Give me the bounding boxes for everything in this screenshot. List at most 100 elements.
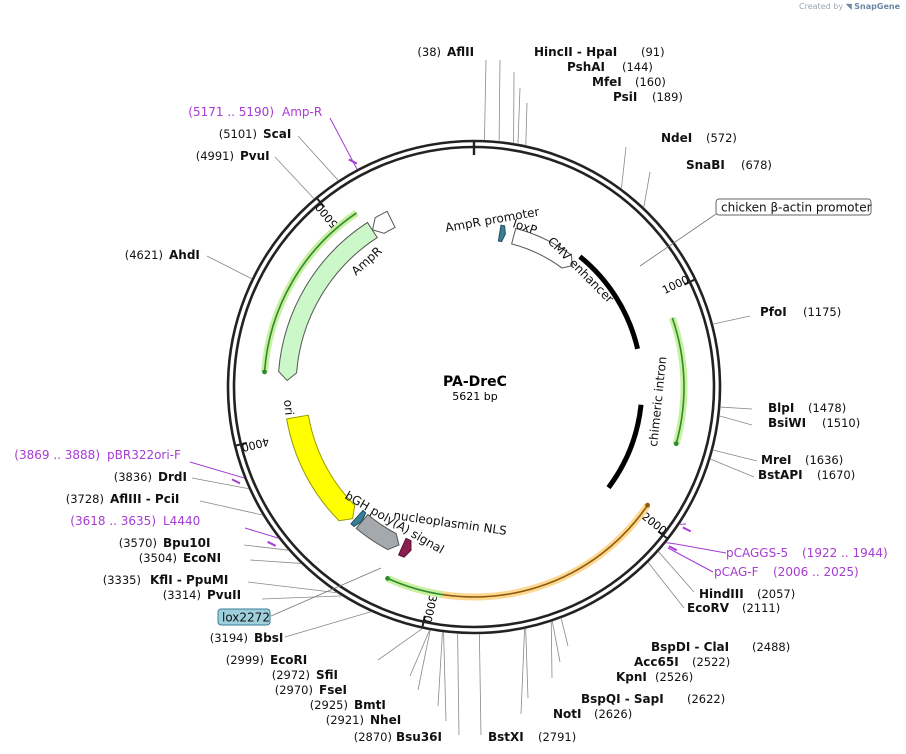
- lox2272-text: lox2272: [222, 611, 270, 625]
- site-pos: (1478): [808, 401, 846, 415]
- site-pos: (2526): [655, 670, 693, 684]
- site-name: BbsI: [254, 631, 283, 645]
- site-leader: [517, 87, 521, 144]
- site-leader: [498, 59, 501, 142]
- site-name: BstXI: [488, 730, 524, 744]
- site-leader: [560, 618, 569, 647]
- site-pos: (572): [706, 131, 737, 145]
- site-name: NheI: [370, 713, 401, 727]
- feature-arrow: [371, 210, 396, 234]
- primer-range: (2006 .. 2025): [773, 565, 859, 579]
- primer-leader: [244, 527, 279, 539]
- snapgene-logo-icon: ◥: [845, 2, 852, 11]
- site-leader: [261, 595, 343, 600]
- site-name: AhdI: [169, 248, 200, 262]
- tick-label: 3000: [421, 594, 440, 624]
- site-name: NotI: [553, 707, 582, 721]
- site-leader: [657, 551, 695, 593]
- site-name: BstAPI: [758, 468, 803, 482]
- site-leader: [247, 581, 338, 594]
- feature-arrow: [497, 224, 506, 243]
- site-name: BspDI - ClaI: [651, 640, 729, 654]
- site-pos: (5101): [219, 127, 257, 141]
- primer-range: (1922 .. 1944): [802, 546, 888, 560]
- orf-glow: [386, 575, 444, 599]
- site-leader: [243, 544, 289, 551]
- site-pos: (38): [417, 45, 441, 59]
- primer-range: (3618 .. 3635): [70, 514, 156, 528]
- site-leader: [525, 102, 528, 146]
- site-leader: [249, 559, 302, 564]
- primer-mark: [231, 478, 241, 485]
- site-pos: (2057): [757, 587, 795, 601]
- watermark-prefix: Created by: [799, 2, 844, 11]
- lox2272-label: lox2272: [217, 567, 382, 626]
- primer-mark: [348, 158, 358, 165]
- site-name: KflI - PpuMI: [150, 573, 228, 587]
- orf-arrowhead: [385, 575, 390, 581]
- site-name: ScaI: [263, 127, 291, 141]
- feature-arrow: [397, 537, 412, 558]
- primer-mark: [682, 526, 692, 533]
- tick-label: 4000: [240, 435, 270, 454]
- site-leader: [199, 500, 263, 516]
- site-name: AflIII - PciI: [110, 492, 179, 506]
- feature-arrow: [278, 221, 378, 382]
- site-pos: (3504): [139, 551, 177, 565]
- site-leader: [417, 630, 431, 691]
- feature-label-ori: ori: [281, 399, 296, 416]
- site-pos: (2970): [275, 683, 313, 697]
- site-leader: [191, 477, 249, 490]
- feature-arrow: [350, 509, 367, 528]
- site-leader: [297, 135, 339, 181]
- site-leader: [525, 628, 529, 699]
- watermark-brand: SnapGene: [854, 2, 900, 11]
- orf-arrowhead: [645, 502, 650, 508]
- site-pos: (2972): [272, 668, 310, 682]
- site-leader: [443, 632, 447, 722]
- feature-label-chimeric-intron: chimeric intron: [646, 356, 669, 448]
- site-pos: (4621): [125, 248, 163, 262]
- site-name: PvuII: [207, 588, 241, 602]
- site-pos: (2921): [326, 713, 364, 727]
- backbone-circle: [226, 139, 722, 635]
- primer-name: Amp-R: [282, 105, 322, 119]
- site-leader-lines: [189, 59, 758, 736]
- site-leader: [520, 628, 525, 715]
- snapgene-watermark: Created by ◥ SnapGene: [799, 2, 900, 11]
- primer-range: (5171 .. 5190): [188, 105, 274, 119]
- site-name: MreI: [761, 453, 791, 467]
- site-name: BspQI - SapI: [581, 692, 664, 706]
- site-pos: (678): [741, 158, 772, 172]
- site-name: Acc65I: [634, 655, 679, 669]
- site-pos: (3728): [66, 492, 104, 506]
- site-name: SnaBI: [686, 158, 725, 172]
- primer-leader-ext: [667, 547, 714, 573]
- primer-leader: [665, 542, 677, 545]
- chicken-actin-promoter-text: chicken β-actin promoter: [721, 201, 872, 215]
- site-name: Bpu10I: [163, 536, 210, 550]
- site-leader: [284, 611, 372, 638]
- site-pos: (2111): [742, 601, 780, 615]
- site-pos: (1175): [803, 305, 841, 319]
- feature-label-cmv-enhancer: CMV enhancer: [545, 234, 617, 306]
- site-leader: [643, 171, 651, 208]
- site-leader: [647, 562, 685, 609]
- site-pos: (2488): [752, 640, 790, 654]
- site-leader: [620, 146, 627, 189]
- site-leader: [478, 633, 482, 736]
- site-pos: (91): [641, 45, 665, 59]
- site-pos: (1636): [805, 453, 843, 467]
- primer-name: pCAG-F: [714, 565, 759, 579]
- site-name: DrdI: [158, 470, 187, 484]
- site-pos: (2870): [354, 730, 392, 744]
- site-labels: (38) AflII HincII - HpaI (91) PshAI (144…: [66, 45, 861, 744]
- site-leader: [457, 633, 460, 736]
- site-pos: (4991): [196, 149, 234, 163]
- site-leader: [710, 458, 755, 478]
- site-pos: (3570): [119, 536, 157, 550]
- plasmid-length: 5621 bp: [452, 390, 497, 403]
- feature-arrow: [286, 414, 356, 522]
- site-pos: (2925): [310, 698, 348, 712]
